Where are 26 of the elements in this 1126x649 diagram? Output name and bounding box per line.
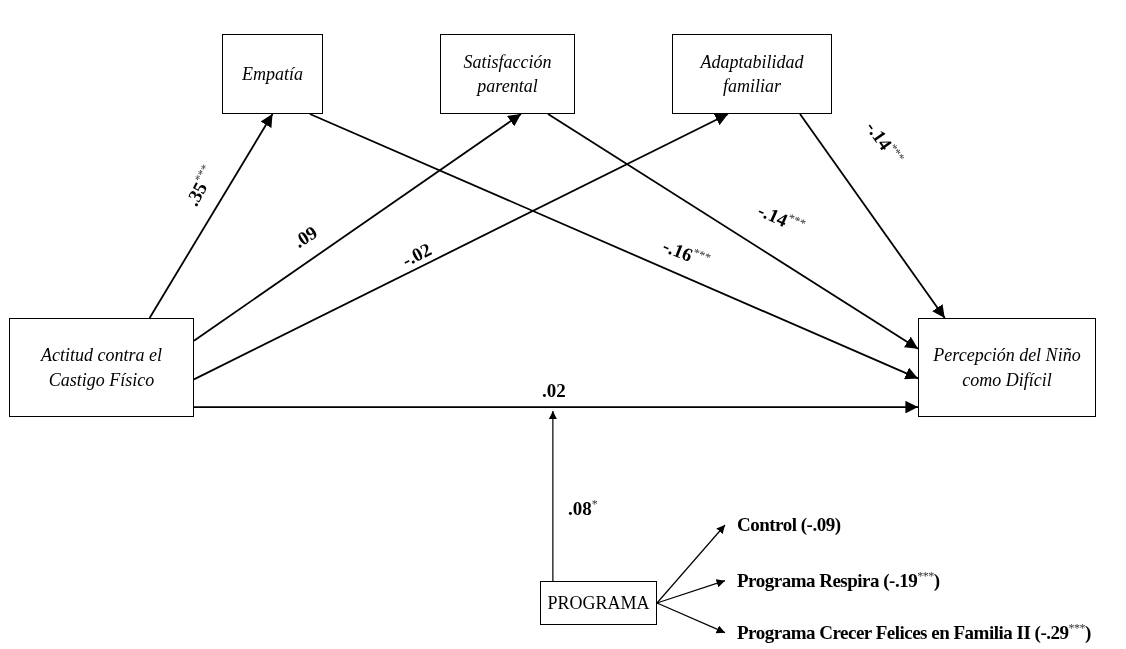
variable-box [9,318,194,417]
variable-label: Satisfacción parental [462,50,553,98]
group-label: Programa Respira (-.19$^{***}$) [737,569,940,593]
arrow [547,113,919,350]
variable-box [540,581,657,625]
variable-box [440,34,575,114]
arrow [148,113,274,319]
arrow [193,113,522,342]
variable-label: Empatía [242,62,303,86]
arrow [548,410,558,582]
arrow [656,524,726,604]
arrow [193,113,729,381]
arrow [308,113,919,380]
group-label: Control (-.09) [737,514,841,536]
arrow [656,602,726,634]
variable-label: Adaptabilidad familiar [698,50,805,98]
variable-label: Actitud contra el Castigo Físico [39,344,163,392]
variable-label: Percepción del Niño como Difícil [932,344,1082,392]
variable-label: PROGRAMA [547,591,650,615]
arrow [656,579,726,604]
variable-box [918,318,1096,417]
group-label: Programa Crecer Felices en Familia II (-.29$^{***}$) [737,621,1091,645]
variable-box [672,34,832,114]
variable-box [222,34,323,114]
arrow [799,113,946,319]
arrow [193,400,919,414]
